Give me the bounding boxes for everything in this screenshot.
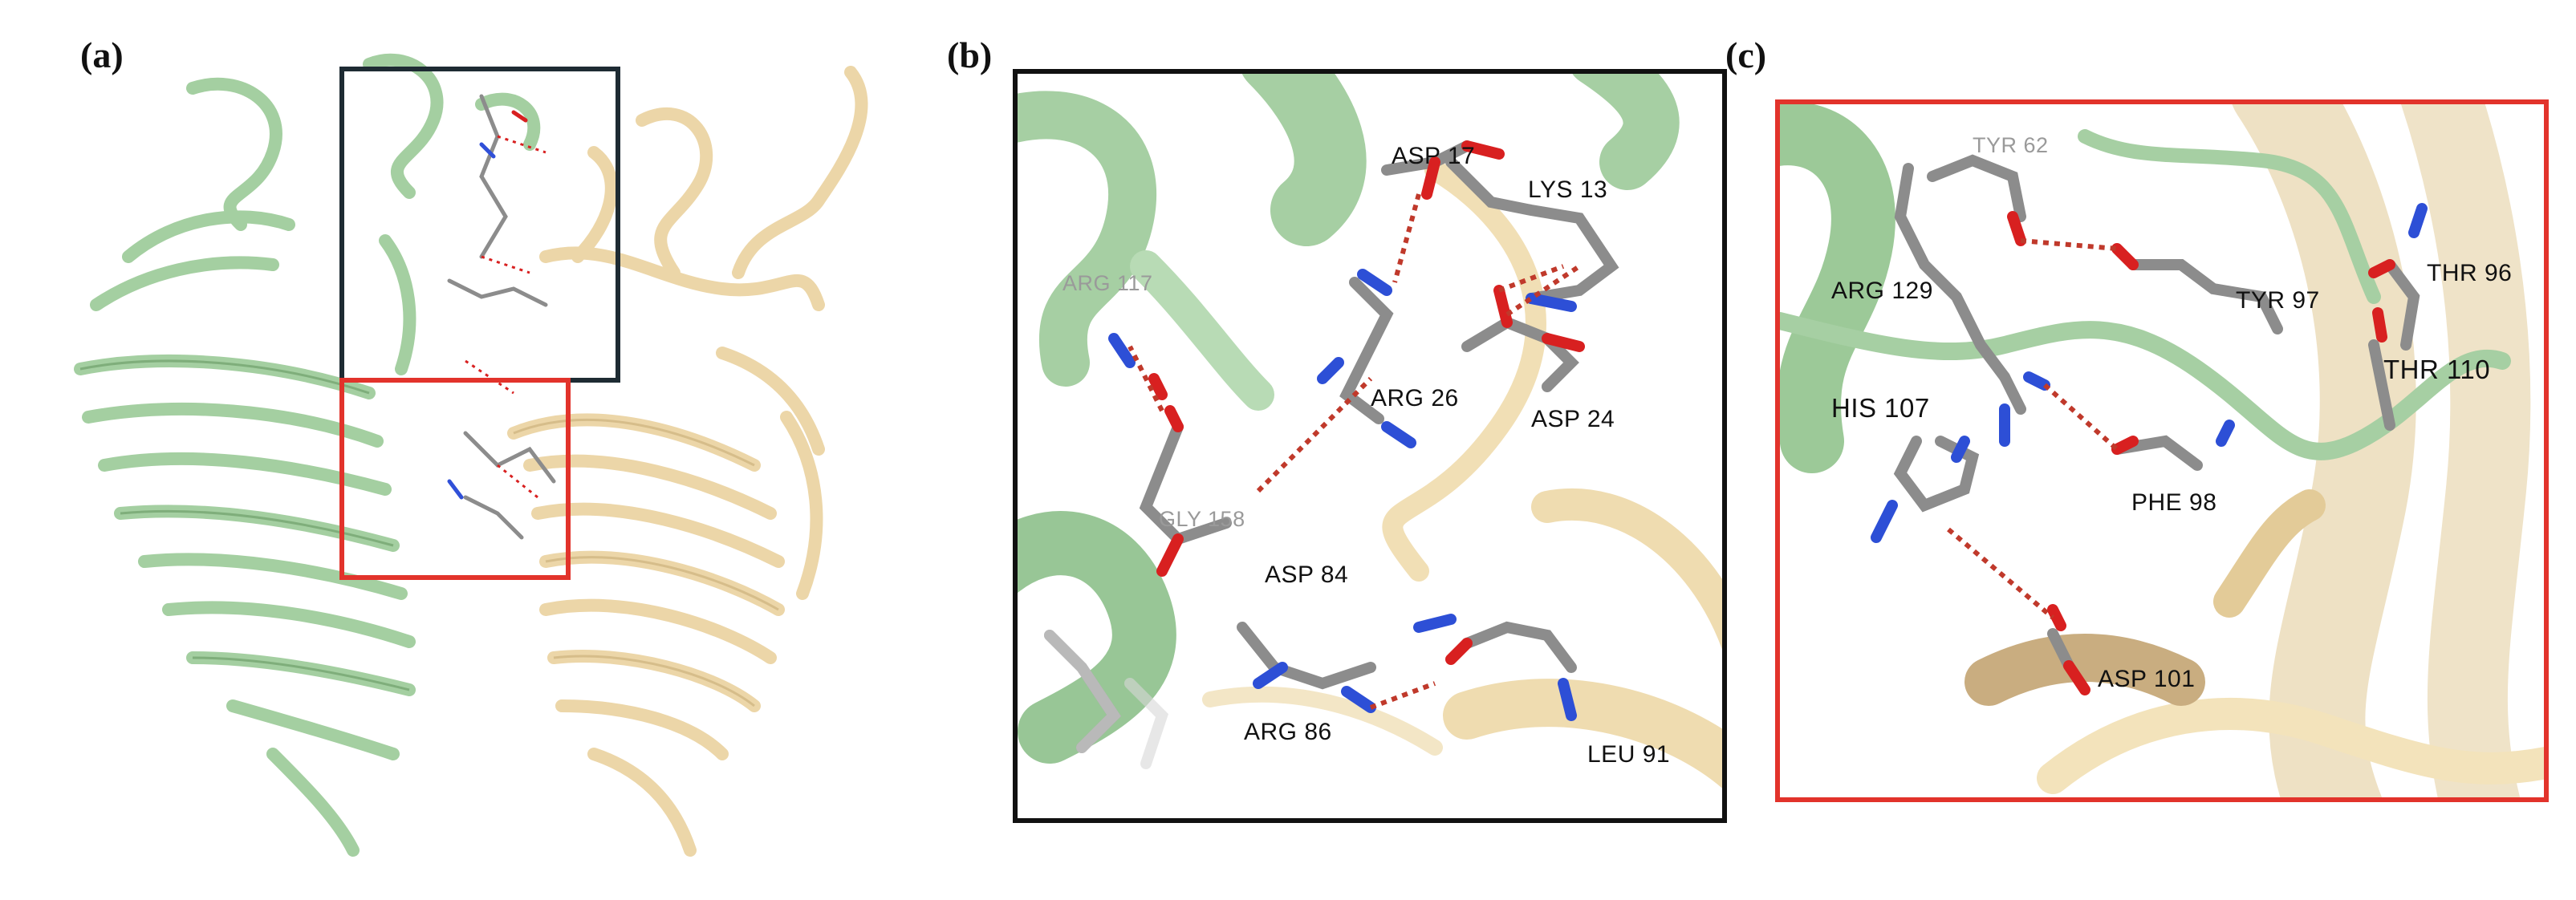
panel-c-label: (c)	[1725, 34, 1767, 75]
panel-b-hbonds	[1128, 193, 1581, 710]
label-arg26: ARG 26	[1371, 385, 1459, 411]
zoom-box-b	[339, 67, 620, 383]
label-thr110: THR 110	[2383, 355, 2491, 384]
label-thr96: THR 96	[2427, 260, 2513, 286]
overview-hbonds	[465, 135, 546, 499]
label-asp17: ASP 17	[1392, 143, 1476, 169]
panel-b-structure	[1018, 74, 1722, 789]
panel-a-overview	[32, 16, 963, 890]
overview-structure	[74, 53, 868, 857]
panel-c-hbonds	[1947, 238, 2119, 620]
panel-b-label: (b)	[947, 34, 993, 75]
label-asp84: ASP 84	[1265, 561, 1349, 588]
label-arg117: ARG 117	[1062, 271, 1153, 295]
panel-c-green-loop	[1780, 312, 2511, 460]
label-arg86: ARG 86	[1244, 719, 1332, 745]
interface-sticks	[447, 94, 556, 540]
panel-c-sticks	[1893, 154, 2420, 671]
label-gly158: GLY 158	[1159, 507, 1245, 531]
panel-c-closeup: TYR 62 ARG 129 TYR 97 THR 96 HIS 107 THR…	[1775, 99, 2549, 802]
zoom-box-c	[339, 378, 571, 580]
panel-a-label: (a)	[80, 34, 124, 75]
green-chain	[74, 53, 541, 857]
label-leu91: LEU 91	[1587, 741, 1671, 768]
label-phe98: PHE 98	[2131, 489, 2217, 516]
label-asp24: ASP 24	[1531, 406, 1615, 432]
label-his107: HIS 107	[1831, 393, 1930, 423]
label-tyr97: TYR 97	[2236, 287, 2320, 314]
label-asp101: ASP 101	[2098, 666, 2196, 692]
label-tyr62: TYR 62	[1973, 133, 2049, 157]
panel-c-structure	[1780, 104, 2544, 797]
label-lys13: LYS 13	[1528, 176, 1608, 203]
label-arg129: ARG 129	[1831, 278, 1933, 304]
panel-b-closeup: ASP 17 LYS 13 ARG 117 ARG 26 ASP 24 GLY …	[1013, 69, 1727, 823]
